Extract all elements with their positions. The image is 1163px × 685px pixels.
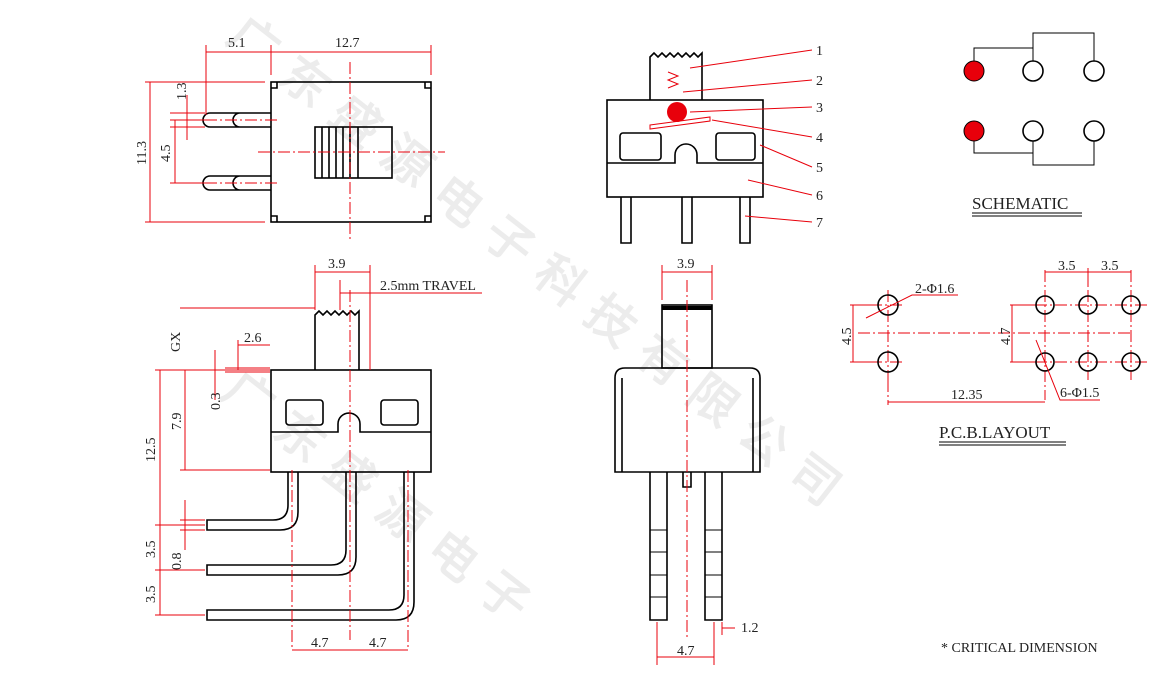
dimension-label: 6 [816, 189, 823, 204]
dimension-label: 5.1 [228, 36, 246, 51]
right-angle-view: 3.9 2.5mm TRAVEL GX 2.6 0.3 7.9 12.5 3.5… [144, 257, 482, 651]
dimension-label: 3.9 [677, 257, 695, 272]
dimension-label: 2.6 [244, 331, 262, 346]
dimension-label: SCHEMATIC [972, 194, 1068, 213]
dimension-label: P.C.B.LAYOUT [939, 423, 1051, 442]
dimension-label: 1 [816, 44, 823, 59]
dimension-label: 5 [816, 161, 823, 176]
dimension-label: 3.5 [144, 541, 159, 559]
dimension-label: 6-Φ1.5 [1060, 386, 1099, 401]
dimension-label: 12.7 [335, 36, 360, 51]
dimension-label: 4.7 [311, 636, 329, 651]
dimension-label: 7 [816, 216, 823, 231]
schematic: SCHEMATIC [963, 32, 1105, 217]
side-view: 1 2 3 4 5 6 7 [606, 44, 823, 244]
dimension-label: 4.7 [677, 644, 695, 659]
dimension-label: 11.3 [135, 141, 150, 165]
top-view: 5.1 12.7 11.3 1.3 4.5 [135, 36, 445, 242]
dimension-label: 4 [816, 131, 823, 146]
dimension-label: 3 [816, 101, 823, 116]
dimension-label: 0.8 [170, 553, 185, 571]
svg-text:广 东 盛 源 电 子: 广 东 盛 源 电 子 [213, 360, 540, 633]
critical-dimension-note: * CRITICAL DIMENSION [941, 641, 1098, 656]
front-view: 3.9 1.2 4.7 [614, 257, 761, 665]
dimension-label: 1.2 [741, 621, 759, 636]
dimension-label: 2-Φ1.6 [915, 282, 954, 297]
dimension-label: 12.35 [951, 388, 983, 403]
dimension-label: GX [169, 332, 184, 352]
contact-ball [667, 102, 687, 122]
dimension-label: 2 [816, 74, 823, 89]
dimension-label: 3.5 [144, 586, 159, 604]
dimension-label: 3.9 [328, 257, 346, 272]
dimension-label: 4.5 [840, 328, 855, 346]
callout-numbers: 1 2 3 4 5 6 7 [816, 44, 823, 231]
dimension-label: 3.5 [1101, 259, 1119, 274]
dimension-label: 12.5 [144, 438, 159, 463]
dimension-label: 7.9 [170, 413, 185, 431]
dimension-label: 3.5 [1058, 259, 1076, 274]
dimension-label: 4.5 [159, 145, 174, 163]
dimension-label: 2.5mm TRAVEL [380, 279, 476, 294]
dimension-label: 4.7 [999, 328, 1014, 346]
dimension-label: 1.3 [175, 83, 190, 101]
pcb-layout: 3.5 3.5 2-Φ1.6 4.5 4.7 12.35 6-Φ1.5 P.C.… [840, 259, 1150, 446]
dimension-label: 0.3 [209, 393, 224, 411]
dimension-label: 4.7 [369, 636, 387, 651]
